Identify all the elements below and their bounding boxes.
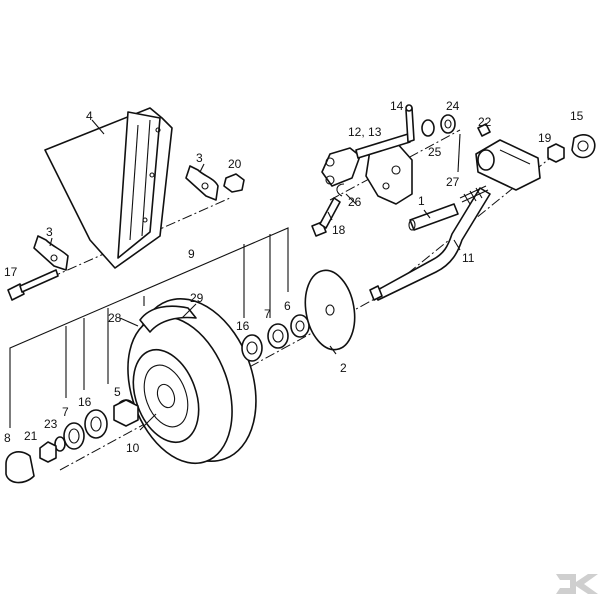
bearing-right (241, 334, 263, 362)
callout-3-lower: 3 (46, 225, 53, 239)
lead-10 (139, 413, 157, 431)
callout-12-13: 12, 13 (348, 125, 382, 139)
lead-11 (453, 239, 461, 251)
wheel-hub-cap (5, 451, 35, 484)
callout-25: 25 (428, 145, 442, 159)
wheel-bushing (113, 399, 139, 427)
callout-11: 11 (462, 251, 475, 265)
axle-shaft (408, 203, 459, 231)
tread-plate (139, 305, 197, 333)
spring (459, 185, 489, 205)
circlip (336, 183, 345, 197)
callout-20: 20 (228, 157, 242, 171)
washer-6 (290, 314, 310, 338)
pivot-yoke (475, 139, 541, 191)
callout-16-left: 16 (78, 395, 92, 409)
callout-10: 10 (126, 441, 140, 455)
callout-27: 27 (446, 175, 460, 189)
lead-18 (327, 211, 333, 221)
callout-1: 1 (418, 194, 425, 208)
mounting-clamp-upper (185, 165, 219, 201)
washer-23 (54, 436, 66, 452)
lead-26 (345, 193, 357, 205)
gear-housing (44, 107, 173, 269)
callout-7-left: 7 (62, 405, 69, 419)
callout-2: 2 (340, 361, 347, 375)
lead-1 (423, 209, 431, 219)
nut-19 (547, 143, 565, 163)
bolt-17 (7, 269, 59, 301)
callout-8: 8 (4, 431, 11, 445)
lead-2 (329, 345, 337, 355)
lead-3-upper (199, 163, 205, 173)
washer-24 (440, 114, 456, 134)
lead-27 (457, 133, 461, 173)
callout-15: 15 (570, 109, 584, 123)
callout-16-right: 16 (236, 319, 250, 333)
callout-19: 19 (538, 131, 552, 145)
grease-nipple (477, 123, 491, 137)
bearing-left (84, 409, 108, 439)
lead-28 (119, 317, 139, 327)
callout-17: 17 (4, 265, 18, 279)
callout-22: 22 (478, 115, 492, 129)
callout-6: 6 (284, 299, 291, 313)
pin (405, 104, 415, 143)
axle-arm (369, 187, 491, 301)
disc (304, 269, 356, 351)
clamp-nut (223, 173, 245, 193)
bolt-18 (311, 197, 341, 237)
lead-29 (181, 303, 197, 319)
nut-21 (39, 441, 57, 463)
ring-bolt (571, 134, 596, 159)
callout-3-upper: 3 (196, 151, 203, 165)
callout-24: 24 (446, 99, 460, 113)
lead-3-lower (49, 237, 53, 247)
washer-25 (421, 119, 435, 137)
mounting-clamp-lower (33, 235, 69, 271)
callout-5: 5 (114, 385, 121, 399)
lead-4 (91, 119, 105, 135)
group-bracket-9 (9, 227, 289, 350)
callout-14: 14 (390, 99, 404, 113)
callout-4: 4 (86, 109, 93, 123)
kramp-k-logo-icon (556, 574, 598, 594)
callout-26: 26 (348, 195, 362, 209)
callout-23: 23 (44, 417, 58, 431)
callout-7-right: 7 (264, 307, 271, 321)
callout-28: 28 (108, 311, 122, 325)
callout-21: 21 (24, 429, 38, 443)
seal-left (63, 422, 85, 450)
callout-18: 18 (332, 223, 346, 237)
spindle-bracket (321, 133, 413, 205)
callout-29: 29 (190, 291, 204, 305)
seal-right (267, 323, 289, 349)
callout-9: 9 (188, 247, 195, 261)
